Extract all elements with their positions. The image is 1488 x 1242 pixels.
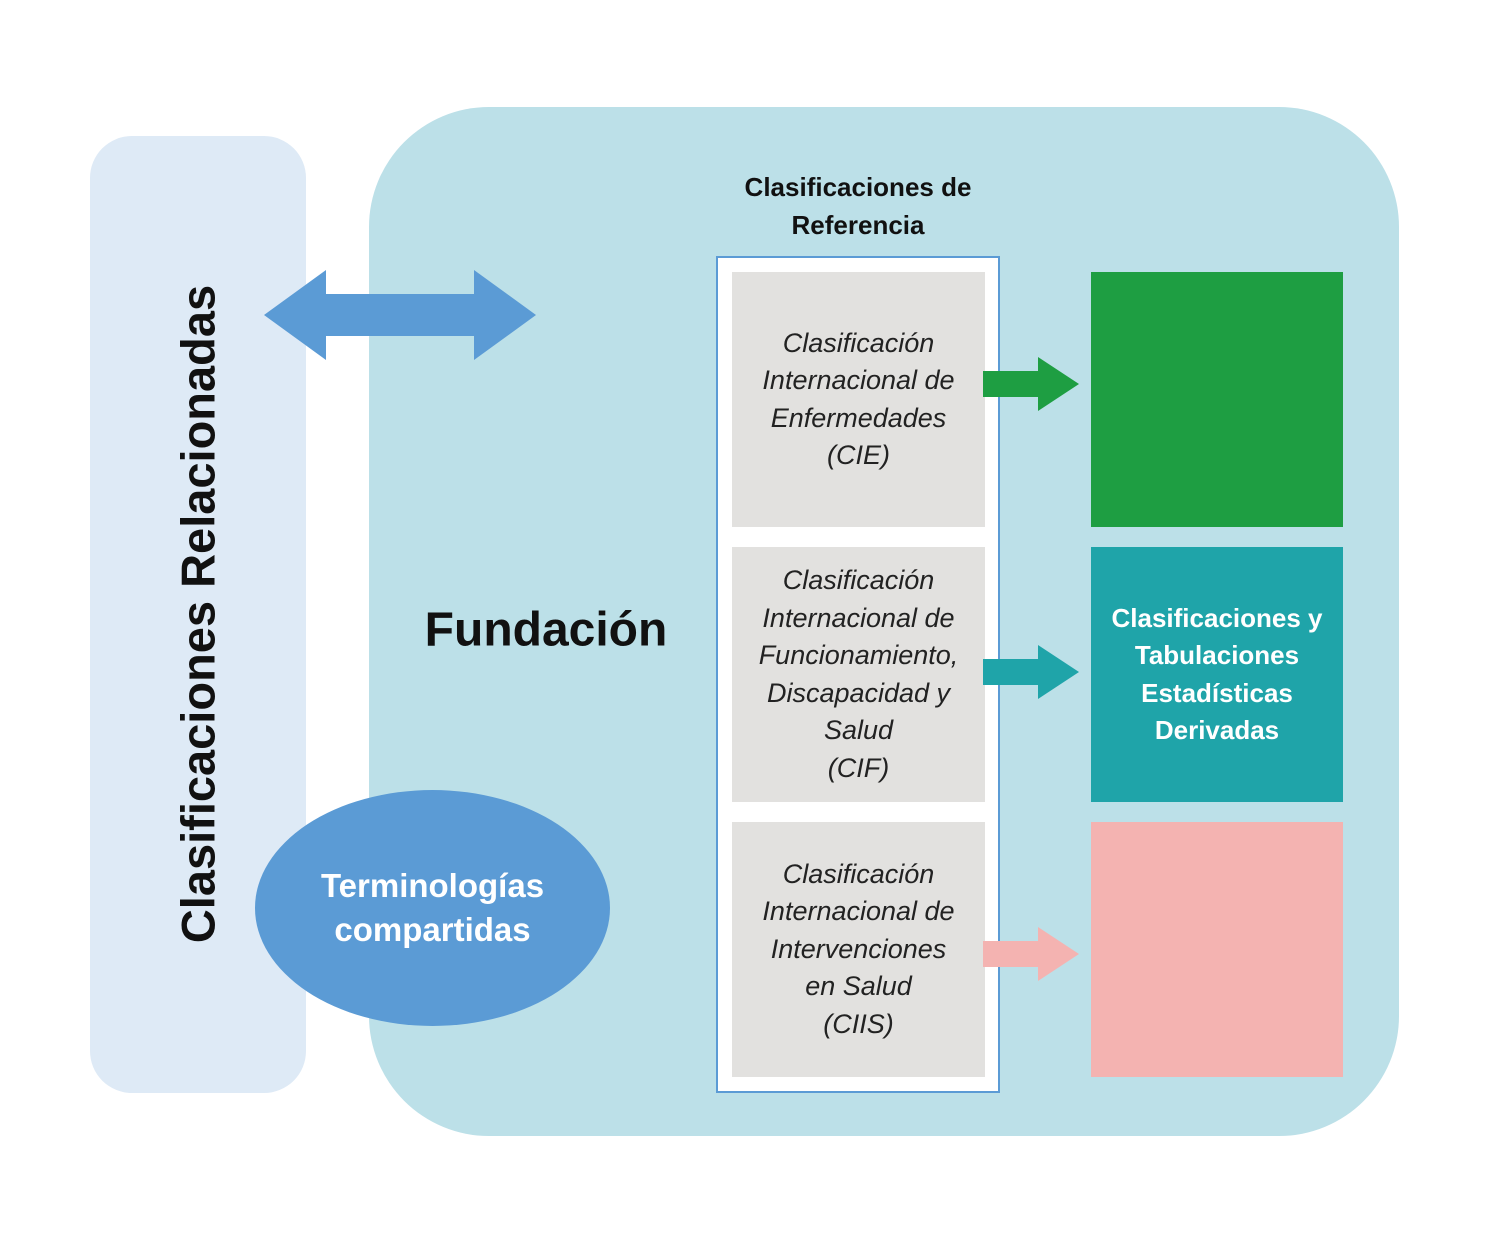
reference-label-cie: Clasificación Internacional de Enfermeda…	[762, 327, 955, 471]
reference-label-cif: Clasificación Internacional de Funcionam…	[758, 565, 959, 783]
reference-label-ciis: Clasificación Internacional de Intervenc…	[762, 858, 955, 1039]
derived-box-teal: Clasificaciones y Tabulaciones Estadísti…	[1091, 547, 1343, 802]
reference-box-cie: Clasificación Internacional de Enfermeda…	[732, 272, 985, 527]
shared-terminologies-label: Terminologías compartidas	[320, 867, 545, 948]
foundation-label: Fundación	[424, 603, 668, 657]
arrow-right-icon-cie	[983, 357, 1079, 411]
reference-box-cif: Clasificación Internacional de Funcionam…	[732, 547, 985, 802]
derived-classifications-label: Clasificaciones y Tabulaciones Estadísti…	[1111, 602, 1323, 746]
reference-classifications-heading: Clasificaciones de Referencia	[744, 172, 972, 240]
arrow-right-icon-ciis	[983, 927, 1079, 981]
derived-box-green	[1091, 272, 1343, 527]
arrow-right-icon-cif	[983, 645, 1079, 699]
related-classifications-title: Clasificaciones Relacionadas	[171, 284, 225, 944]
double-arrow-icon	[264, 270, 536, 360]
reference-box-ciis: Clasificación Internacional de Intervenc…	[732, 822, 985, 1077]
derived-box-pink	[1091, 822, 1343, 1077]
shared-terminologies-ellipse: Terminologías compartidas	[255, 790, 610, 1026]
